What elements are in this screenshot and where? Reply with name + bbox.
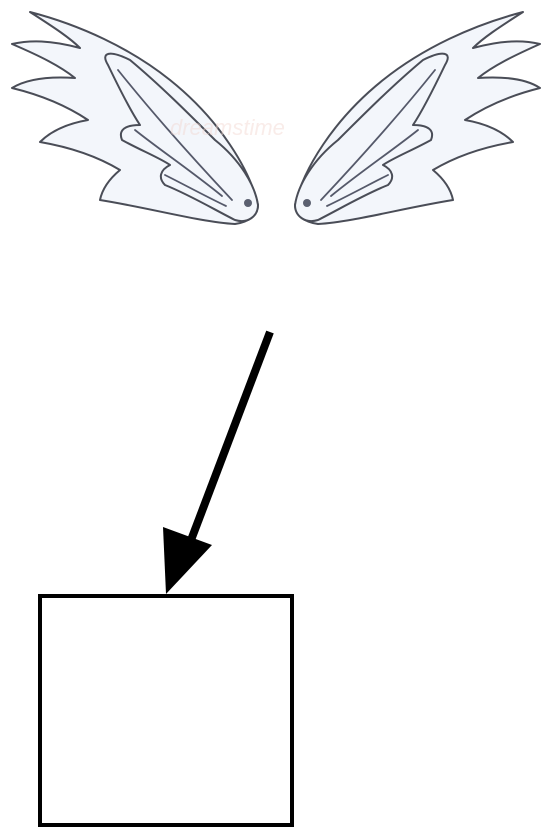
arrow-shaft [188,332,270,548]
right-wing [295,12,540,224]
down-left-arrow [163,332,270,594]
empty-box [40,596,292,825]
angel-wings-icon: dreamstime [12,12,540,224]
watermark-text: dreamstime [170,115,285,140]
arrowhead [163,527,212,594]
